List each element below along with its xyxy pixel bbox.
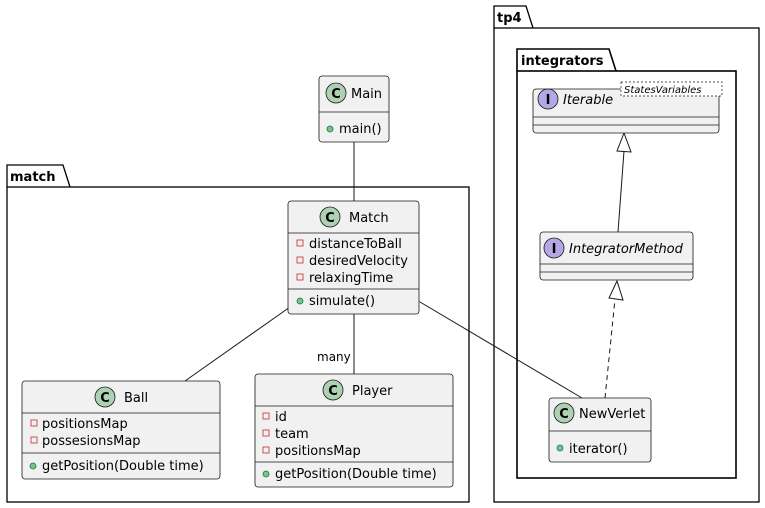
private-field-icon (296, 256, 304, 264)
private-field-icon (296, 273, 304, 281)
class-ball: C Ball positionsMap possesionsMap getPos… (21, 380, 221, 480)
class-new-verlet: C NewVerlet iterator() (548, 397, 652, 463)
field: relaxingTime (309, 271, 393, 286)
package-integrators: integrators (516, 48, 737, 479)
svg-text:C: C (100, 391, 110, 406)
class-name: Ball (124, 391, 148, 406)
field: positionsMap (275, 444, 361, 459)
interface-badge-icon (537, 88, 559, 110)
class-match: C Match distanceToBall desiredVelocity r… (287, 200, 420, 315)
realization-line (604, 298, 616, 399)
private-field-icon (262, 429, 270, 437)
class-badge-icon (319, 206, 341, 228)
private-field-icon (262, 412, 270, 420)
composition-match-ball (184, 299, 301, 382)
realization-arrowhead (608, 279, 624, 301)
class-player: C Player id team positionsMap getPositio… (254, 373, 454, 488)
interface-iterable: StatesVariables I Iterable (532, 81, 723, 134)
field: id (275, 410, 287, 425)
package-integrators-title: integrators (521, 54, 604, 69)
class-name: Match (349, 211, 389, 226)
composition-match-newverlet (409, 295, 583, 399)
public-method-icon (296, 297, 304, 305)
generic-parameter-box (620, 81, 723, 97)
public-method-icon (326, 125, 334, 133)
interface-badge-icon (543, 237, 565, 259)
field: positionsMap (42, 417, 128, 432)
method: getPosition(Double time) (275, 467, 437, 482)
class-main: C Main main() (318, 75, 390, 143)
public-method-icon (262, 470, 270, 478)
class-badge-icon (322, 379, 344, 401)
private-field-icon (262, 446, 270, 454)
interface-name: Iterable (563, 93, 613, 108)
class-badge-icon (553, 402, 575, 424)
package-tp4-title: tp4 (497, 11, 522, 26)
field: possesionsMap (42, 434, 141, 449)
multiplicity-label: many (317, 350, 351, 364)
private-field-icon (30, 419, 38, 427)
private-field-icon (296, 239, 304, 247)
public-method-icon (556, 444, 564, 452)
class-badge-icon (325, 82, 347, 104)
method: main() (339, 122, 382, 137)
method: simulate() (309, 294, 375, 309)
svg-text:C: C (328, 384, 338, 399)
svg-text:I: I (546, 93, 551, 108)
package-match: match (6, 164, 470, 503)
interface-integrator-method: I IntegratorMethod (539, 231, 694, 281)
field: distanceToBall (309, 237, 402, 252)
generic-parameter: StatesVariables (624, 85, 702, 96)
class-badge-icon (94, 386, 116, 408)
relations: many (184, 129, 632, 399)
public-method-icon (29, 462, 37, 470)
package-tp4: tp4 (493, 5, 760, 503)
interface-name: IntegratorMethod (569, 242, 684, 257)
class-name: Main (351, 87, 382, 102)
field: desiredVelocity (309, 254, 408, 269)
class-name: Player (352, 384, 393, 399)
method: iterator() (569, 442, 628, 457)
svg-text:C: C (331, 87, 341, 102)
method: getPosition(Double time) (42, 459, 204, 474)
field: team (275, 427, 309, 442)
svg-text:C: C (559, 407, 569, 422)
package-match-title: match (10, 170, 56, 185)
class-name: NewVerlet (579, 407, 645, 422)
svg-text:I: I (552, 242, 557, 257)
generalization-line (617, 150, 625, 233)
svg-text:C: C (325, 211, 335, 226)
private-field-icon (30, 436, 38, 444)
generalization-arrowhead (616, 131, 632, 153)
